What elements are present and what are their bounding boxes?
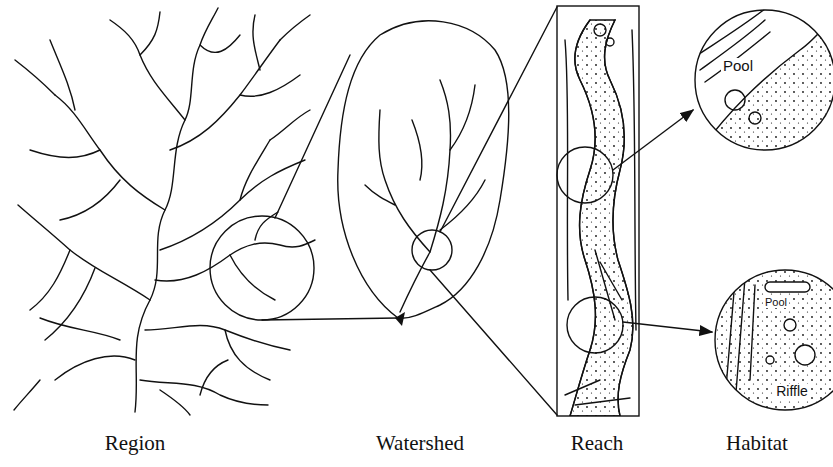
- watershed-outline: [338, 21, 509, 318]
- habitat-detail: [700, 260, 833, 420]
- panel-label: Habitat: [726, 432, 788, 455]
- panel-label: Region: [105, 432, 166, 455]
- habitat-label: Pool: [721, 58, 755, 75]
- zoom-arrow: [623, 322, 712, 332]
- zoom-line: [430, 270, 557, 415]
- zoom-arrow: [613, 110, 693, 170]
- reach-stream: [565, 20, 636, 416]
- panel-label: Watershed: [376, 432, 464, 455]
- zoom-line: [262, 318, 398, 320]
- outlet-arrow: [395, 312, 405, 326]
- panel-label: Reach: [571, 432, 623, 455]
- habitat-detail: [690, 5, 833, 150]
- zoom-circle: [210, 216, 314, 320]
- watershed-streams: [365, 80, 485, 312]
- zoom-circle: [412, 230, 452, 270]
- zoom-circle: [557, 147, 613, 203]
- zoom-circle: [567, 297, 623, 353]
- habitat-label: Riffle: [774, 384, 810, 399]
- region-network: [14, 8, 315, 415]
- zoom-line: [440, 7, 557, 232]
- habitat-label: Pool: [763, 296, 789, 308]
- reach-panel: [557, 6, 639, 416]
